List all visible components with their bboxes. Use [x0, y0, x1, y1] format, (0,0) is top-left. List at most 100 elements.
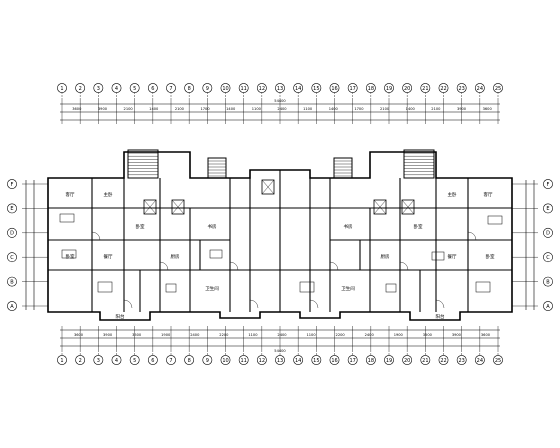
axis-bubble-bottom-label: 22 — [440, 358, 446, 364]
axis-bubble-left-label: C — [10, 255, 14, 261]
door-swing — [159, 261, 169, 271]
axis-bubble-bottom — [365, 355, 376, 365]
axis-bubble-top-label: 8 — [188, 86, 191, 92]
axis-bubble-bottom — [329, 355, 340, 365]
axis-bubble-top-label: 11 — [240, 86, 246, 92]
axis-bubble-bottom-label: 6 — [151, 358, 154, 364]
door-swing — [229, 261, 239, 271]
axis-bubble-bottom — [275, 355, 285, 365]
axis-bubble-left — [7, 276, 17, 287]
room-label: 主卧 — [104, 191, 113, 198]
room-label: 厨房 — [171, 253, 180, 260]
axis-bubble-top-label: 18 — [368, 86, 374, 92]
bottom-dimension-text: 3500 — [132, 333, 142, 337]
axis-bubble-bottom-label: 7 — [169, 358, 172, 364]
fixture — [431, 251, 445, 261]
room-label: 卧室 — [136, 223, 145, 230]
axis-bubble-top-label: 25 — [495, 86, 501, 92]
room-label: 主卧 — [448, 191, 457, 198]
axis-bubble-top-label: 6 — [151, 86, 154, 92]
axis-bubble-bottom-label: 9 — [206, 358, 209, 364]
top-dimension-text: 1700 — [200, 107, 210, 111]
axis-bubble-top — [311, 83, 322, 93]
room-label: 阳台 — [436, 313, 445, 320]
fixture — [209, 249, 223, 259]
axis-bubble-right-label: C — [546, 255, 550, 261]
axis-bubble-bottom — [129, 355, 140, 365]
axis-bubble-top — [493, 83, 503, 93]
bottom-dimension-text: 1100 — [248, 333, 258, 337]
axis-bubble-top — [329, 83, 340, 93]
axis-bubble-top-label: 14 — [295, 86, 301, 92]
axis-bubble-top — [202, 83, 213, 93]
axis-bubble-right-label: A — [546, 304, 550, 310]
axis-bubble-bottom-label: 24 — [477, 358, 483, 364]
elevator-cross — [261, 179, 275, 195]
axis-bubble-top — [347, 83, 358, 93]
fixture — [97, 281, 113, 293]
room-label: 卫生间 — [341, 285, 355, 292]
axis-bubble-bottom — [256, 355, 267, 365]
axis-bubble-bottom — [184, 355, 195, 365]
axis-bubble-top — [275, 83, 285, 93]
axis-bubble-bottom — [202, 355, 213, 365]
axis-bubble-bottom-label: 3 — [97, 358, 100, 364]
axis-bubble-bottom — [75, 355, 86, 365]
top-dimension-text: 2400 — [277, 107, 287, 111]
axis-bubble-top — [256, 83, 267, 93]
axis-bubble-top-label: 1 — [60, 86, 63, 92]
axis-bubble-bottom-label: 18 — [368, 358, 374, 364]
axis-bubble-bottom — [438, 355, 449, 365]
axis-bubble-top-label: 7 — [169, 86, 172, 92]
axis-bubble-bottom — [111, 355, 122, 365]
axis-bubble-right — [543, 203, 553, 214]
elevator-shaft — [401, 199, 415, 215]
axis-bubble-top-label: 3 — [97, 86, 100, 92]
axis-bubble-right — [543, 301, 553, 311]
bottom-dimension-text: 3500 — [423, 333, 433, 337]
fixture — [487, 215, 503, 225]
axis-bubble-bottom-label: 11 — [240, 358, 246, 364]
axis-bubble-bottom — [311, 355, 322, 365]
top-dimension-text: 1400 — [329, 107, 339, 111]
axis-bubble-top — [166, 83, 176, 93]
axis-bubble-right — [543, 227, 553, 238]
bottom-dimension-text: 3900 — [103, 333, 113, 337]
axis-bubble-top — [402, 83, 413, 93]
room-label: 书房 — [208, 223, 217, 230]
axis-bubble-top — [456, 83, 467, 93]
axis-bubble-top-label: 12 — [259, 86, 265, 92]
top-dimension-text: 3900 — [98, 107, 108, 111]
axis-bubble-bottom-label: 17 — [349, 358, 355, 364]
axis-bubble-right-label: D — [546, 231, 550, 237]
axis-bubble-bottom-label: 21 — [422, 358, 428, 364]
axis-bubble-top — [365, 83, 376, 93]
room-label: 客厅 — [66, 191, 75, 198]
axis-bubble-top — [238, 83, 249, 93]
door-swing — [309, 299, 319, 309]
room-label: 餐厅 — [104, 253, 113, 260]
axis-bubble-left-label: D — [10, 231, 14, 237]
top-dimension-text: 2100 — [124, 107, 134, 111]
axis-bubble-bottom — [474, 355, 485, 365]
top-dimension-text: 2100 — [175, 107, 185, 111]
axis-bubble-top — [75, 83, 86, 93]
door-swing — [249, 299, 259, 309]
axis-bubble-bottom — [456, 355, 467, 365]
top-dimension-text: 1400 — [226, 107, 236, 111]
axis-bubble-left — [7, 227, 17, 238]
top-dimension-text: 2100 — [380, 107, 390, 111]
axis-bubble-top-label: 5 — [133, 86, 136, 92]
axis-bubble-bottom-label: 23 — [458, 358, 464, 364]
axis-bubble-top — [384, 83, 394, 93]
room-label: 卧室 — [486, 253, 495, 260]
axis-bubble-top-label: 22 — [440, 86, 446, 92]
axis-bubble-bottom — [384, 355, 394, 365]
axis-bubble-bottom-label: 8 — [188, 358, 191, 364]
axis-bubble-left — [7, 203, 17, 214]
axis-bubble-bottom-label: 2 — [79, 358, 82, 364]
axis-bubble-left-label: F — [11, 182, 14, 188]
axis-bubble-top-label: 13 — [277, 86, 283, 92]
axis-bubble-bottom — [166, 355, 176, 365]
